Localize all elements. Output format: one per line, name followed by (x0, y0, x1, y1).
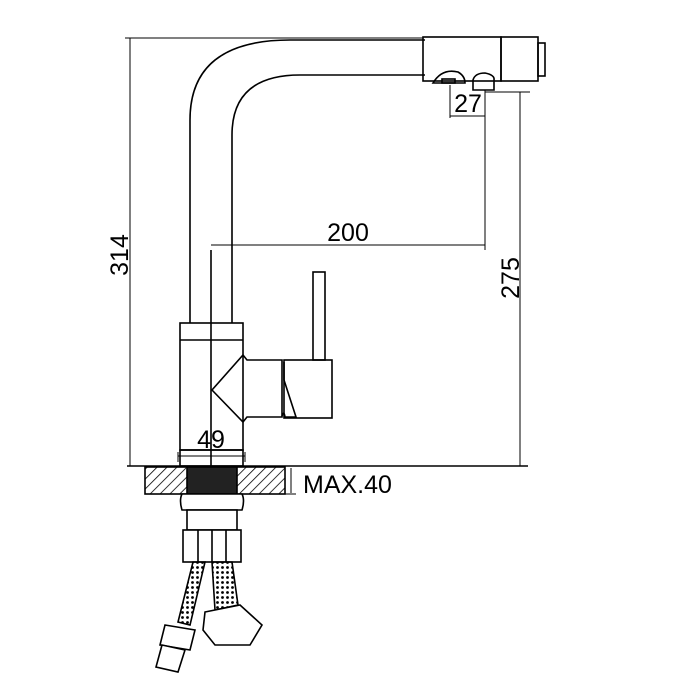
connector-top (186, 509, 238, 531)
spout-outer (189, 39, 425, 323)
dim-outlet-spacing: 27 (454, 90, 482, 118)
hose-fitting-right (202, 604, 264, 646)
hose-left (177, 561, 207, 626)
dim-spout-reach: 200 (327, 219, 369, 247)
outlet-2 (472, 72, 495, 91)
spout-cap (537, 42, 546, 77)
handle-lever (312, 271, 326, 361)
outlet-1 (431, 70, 466, 84)
handle-block (283, 359, 333, 419)
hose-fitting-left (159, 624, 196, 651)
dim-base-diameter: 49 (197, 426, 225, 454)
hose-right (211, 561, 239, 611)
spout-end (500, 36, 539, 82)
dim-max-thickness: MAX.40 (303, 471, 392, 499)
threaded-shank (186, 466, 238, 495)
mount-nut (179, 493, 245, 511)
dim-total-height: 314 (106, 234, 134, 276)
spout-inner (231, 74, 425, 323)
dim-spout-height: 275 (497, 257, 525, 299)
handle-connector (210, 353, 283, 424)
